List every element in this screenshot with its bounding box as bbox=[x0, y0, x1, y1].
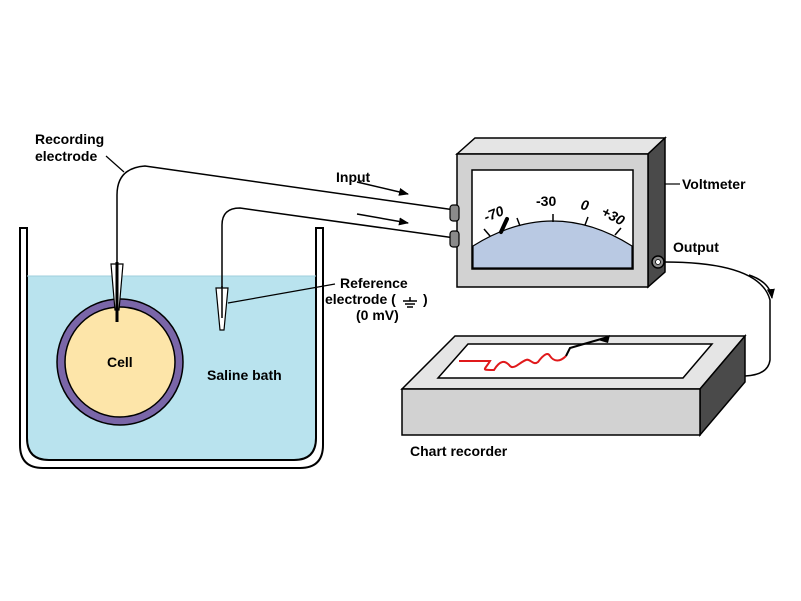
label-cell: Cell bbox=[107, 354, 133, 370]
reference-electrode bbox=[215, 286, 229, 331]
label-reference-2: electrode ( bbox=[325, 291, 396, 307]
label-saline-bath: Saline bath bbox=[207, 367, 282, 383]
label-reference-1: Reference bbox=[340, 275, 408, 291]
recorder-paper bbox=[436, 343, 714, 379]
label-recording-electrode-2: electrode bbox=[35, 148, 97, 164]
chart-recorder bbox=[400, 333, 747, 438]
input-jack-bottom bbox=[449, 230, 460, 248]
tick-label-minus30: -30 bbox=[536, 193, 556, 209]
output-arrow bbox=[748, 274, 775, 299]
label-reference-2-end: ) bbox=[423, 291, 428, 307]
cell bbox=[56, 298, 184, 426]
ground-icon bbox=[403, 297, 417, 308]
recording-leader bbox=[105, 155, 125, 173]
reference-leader bbox=[227, 283, 336, 304]
label-output: Output bbox=[673, 239, 719, 255]
label-recording-electrode-1: Recording bbox=[35, 131, 104, 147]
label-input: Input bbox=[336, 169, 371, 185]
voltmeter: -70 -30 0 +30 bbox=[449, 136, 667, 289]
input-arrow-bottom bbox=[356, 213, 409, 226]
reference-wire bbox=[221, 207, 456, 290]
recording-electrode bbox=[110, 262, 124, 322]
cell-body bbox=[64, 306, 176, 418]
voltmeter-top bbox=[455, 137, 667, 155]
label-voltmeter: Voltmeter bbox=[682, 176, 746, 192]
label-chart-recorder: Chart recorder bbox=[410, 443, 508, 459]
recorder-front bbox=[401, 388, 701, 436]
bath-container bbox=[19, 227, 324, 469]
tick-label-0: 0 bbox=[579, 196, 590, 213]
label-reference-3: (0 mV) bbox=[356, 307, 399, 323]
recorder-trace bbox=[459, 353, 567, 372]
recording-wire bbox=[116, 165, 456, 268]
input-jack-top bbox=[449, 204, 460, 222]
tick-label-minus70: -70 bbox=[481, 202, 506, 224]
input-arrow-top bbox=[356, 181, 409, 196]
dial-scale-area bbox=[472, 220, 633, 269]
meter-needle bbox=[499, 217, 509, 234]
recorder-pen-arm bbox=[565, 336, 609, 357]
